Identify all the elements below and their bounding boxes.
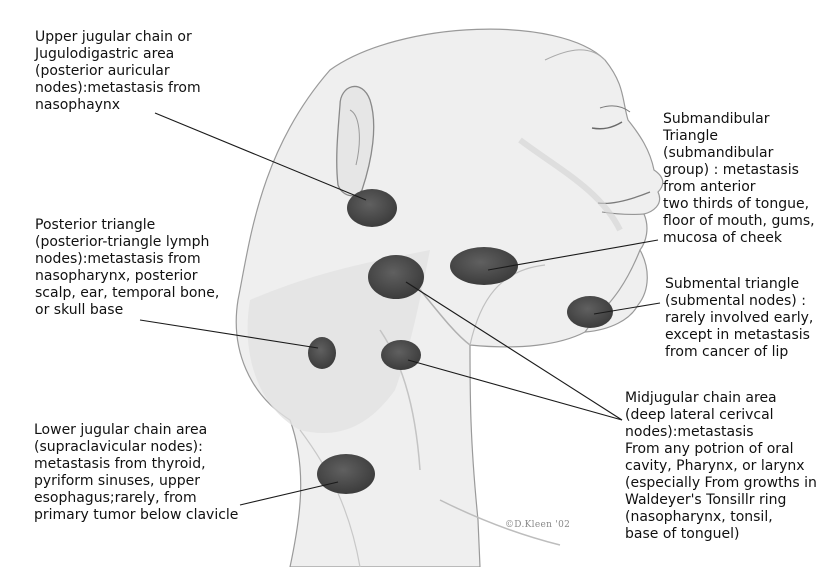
node-lower-jugular <box>317 454 375 494</box>
label-submental-triangle: Submental triangle (submental nodes) : r… <box>665 276 813 361</box>
label-upper-jugular-chain: Upper jugular chain or Jugulodigastric a… <box>35 29 201 114</box>
label-posterior-triangle: Posterior triangle (posterior-triangle l… <box>35 217 219 319</box>
node-upper-mid-jugular <box>368 255 424 299</box>
artist-signature: ©D.Kleen '02 <box>505 520 570 530</box>
label-midjugular-chain: Midjugular chain area (deep lateral ceri… <box>625 390 817 543</box>
node-midjugular <box>381 340 421 370</box>
node-posterior-triangle <box>308 337 336 369</box>
label-lower-jugular-chain: Lower jugular chain area (supraclavicula… <box>34 422 238 524</box>
label-submandibular-triangle: Submandibular Triangle (submandibular gr… <box>663 111 815 247</box>
